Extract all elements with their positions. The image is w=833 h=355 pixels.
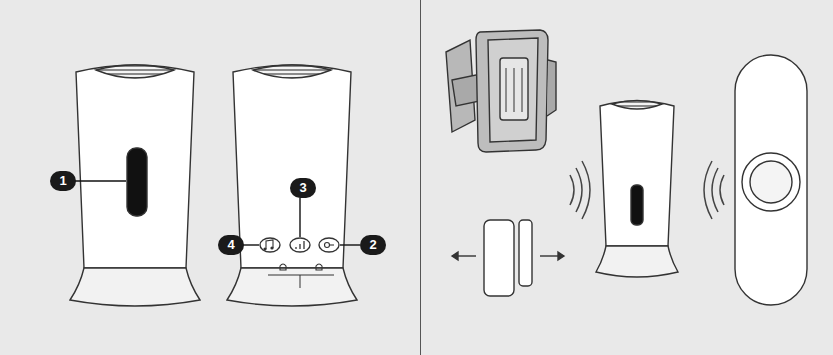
callout-number: 4 [218, 235, 244, 255]
chime-front [70, 65, 200, 306]
leader-line [299, 198, 300, 237]
doorbell-button [735, 55, 807, 305]
callout-number: 2 [360, 235, 386, 255]
chime-back [227, 65, 357, 306]
motion-sensor [446, 30, 556, 152]
chime-unit [596, 101, 678, 278]
door-contact [452, 220, 564, 296]
leader-line [70, 180, 126, 181]
callout-number: 1 [50, 171, 76, 191]
callout-number: 3 [290, 178, 316, 198]
leader-line [340, 244, 360, 245]
